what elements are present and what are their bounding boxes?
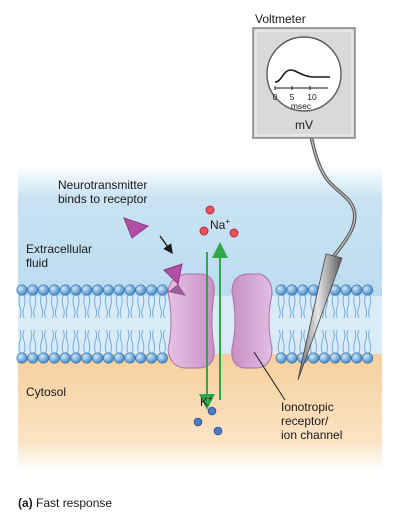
lipid-head: [297, 284, 309, 296]
lipid-head: [146, 284, 158, 296]
neurotransmitter-label: Neurotransmitter binds to receptor: [58, 178, 147, 206]
dial-tick-5: 5: [290, 92, 295, 102]
lipid-head: [38, 352, 50, 364]
lipid-head: [113, 352, 125, 364]
lipid-head: [156, 284, 168, 296]
k-label: K+: [200, 392, 213, 409]
neurotransmitter-bound: [163, 263, 183, 286]
na-charge: +: [225, 217, 231, 226]
k-ions: [193, 406, 223, 436]
lipid-head: [156, 352, 168, 364]
lipid-head: [340, 284, 352, 296]
lipid-head: [329, 352, 341, 364]
lipid-head: [59, 284, 71, 296]
neurotransmitter-label-line2: binds to receptor: [58, 192, 148, 206]
receptor-label-line2: receptor/: [281, 414, 329, 428]
voltmeter-dial: [266, 36, 342, 112]
lipid-head: [135, 352, 147, 364]
ionotropic-receptor: [167, 273, 273, 369]
lipid-head: [48, 352, 60, 364]
cytosol-region: [18, 352, 382, 470]
lipid-head: [362, 352, 374, 364]
lipid-head: [70, 352, 82, 364]
lipid-head: [16, 352, 28, 364]
lipid-head: [48, 284, 60, 296]
caption-text: Fast response: [36, 496, 113, 510]
lipid-head: [124, 352, 136, 364]
lipid-head: [351, 284, 363, 296]
lipid-head: [340, 352, 352, 364]
neurotransmitter-label-line1: Neurotransmitter: [58, 178, 148, 192]
lipid-head: [92, 284, 104, 296]
neurotransmitter-free: [123, 217, 150, 239]
lipid-head: [81, 284, 93, 296]
binding-arrow: [159, 235, 173, 254]
lipid-head: [27, 352, 39, 364]
lipid-head: [124, 284, 136, 296]
cytosol-label: Cytosol: [26, 385, 67, 399]
receptor-label: Ionotropic receptor/ ion channel: [281, 400, 342, 442]
voltmeter-unit: mV: [295, 118, 313, 132]
k-symbol: K: [200, 395, 209, 409]
lipid-head: [275, 352, 287, 364]
receptor-binding-site: [168, 284, 186, 296]
lipid-head: [27, 284, 39, 296]
figure-caption: (a) Fast response: [18, 496, 112, 510]
na-label: Na+: [210, 215, 230, 232]
extracellular-label-line1: Extracellular: [26, 242, 93, 256]
lipid-head: [286, 352, 298, 364]
lipid-tails: [18, 294, 372, 354]
na-symbol: Na: [210, 218, 226, 232]
extracellular-label-line2: fluid: [26, 256, 49, 270]
lipid-head: [113, 284, 125, 296]
lipid-heads: [16, 284, 374, 364]
extracellular-label: Extracellular fluid: [26, 242, 92, 270]
lipid-head: [16, 284, 28, 296]
lipid-head: [92, 352, 104, 364]
lipid-head: [38, 284, 50, 296]
na-ions: [199, 205, 239, 238]
receptor-label-line1: Ionotropic: [281, 400, 334, 414]
dial-tick-10: 10: [307, 92, 317, 102]
lipid-head: [70, 284, 82, 296]
voltmeter: 0 5 10 msec mV: [252, 27, 356, 139]
lipid-head: [275, 284, 287, 296]
lipid-head: [59, 352, 71, 364]
dial-axis-unit: msec: [291, 101, 312, 111]
lipid-head: [135, 284, 147, 296]
voltmeter-label: Voltmeter: [255, 12, 306, 26]
lipid-head: [351, 352, 363, 364]
receptor-left-subunit: [167, 273, 215, 369]
caption-tag: (a): [18, 496, 33, 510]
response-trace: [274, 69, 330, 83]
receptor-right-subunit: [231, 273, 273, 369]
lipid-head: [102, 352, 114, 364]
electrode-probe: [297, 253, 343, 381]
lipid-head: [286, 284, 298, 296]
k-charge: +: [208, 394, 213, 403]
receptor-label-line3: ion channel: [281, 428, 343, 442]
lipid-head: [146, 352, 158, 364]
lipid-head: [102, 284, 114, 296]
lipid-head: [362, 284, 374, 296]
lipid-head: [81, 352, 93, 364]
lipid-head: [308, 352, 320, 364]
lipid-head: [318, 352, 330, 364]
dial-tick-0: 0: [273, 92, 278, 102]
